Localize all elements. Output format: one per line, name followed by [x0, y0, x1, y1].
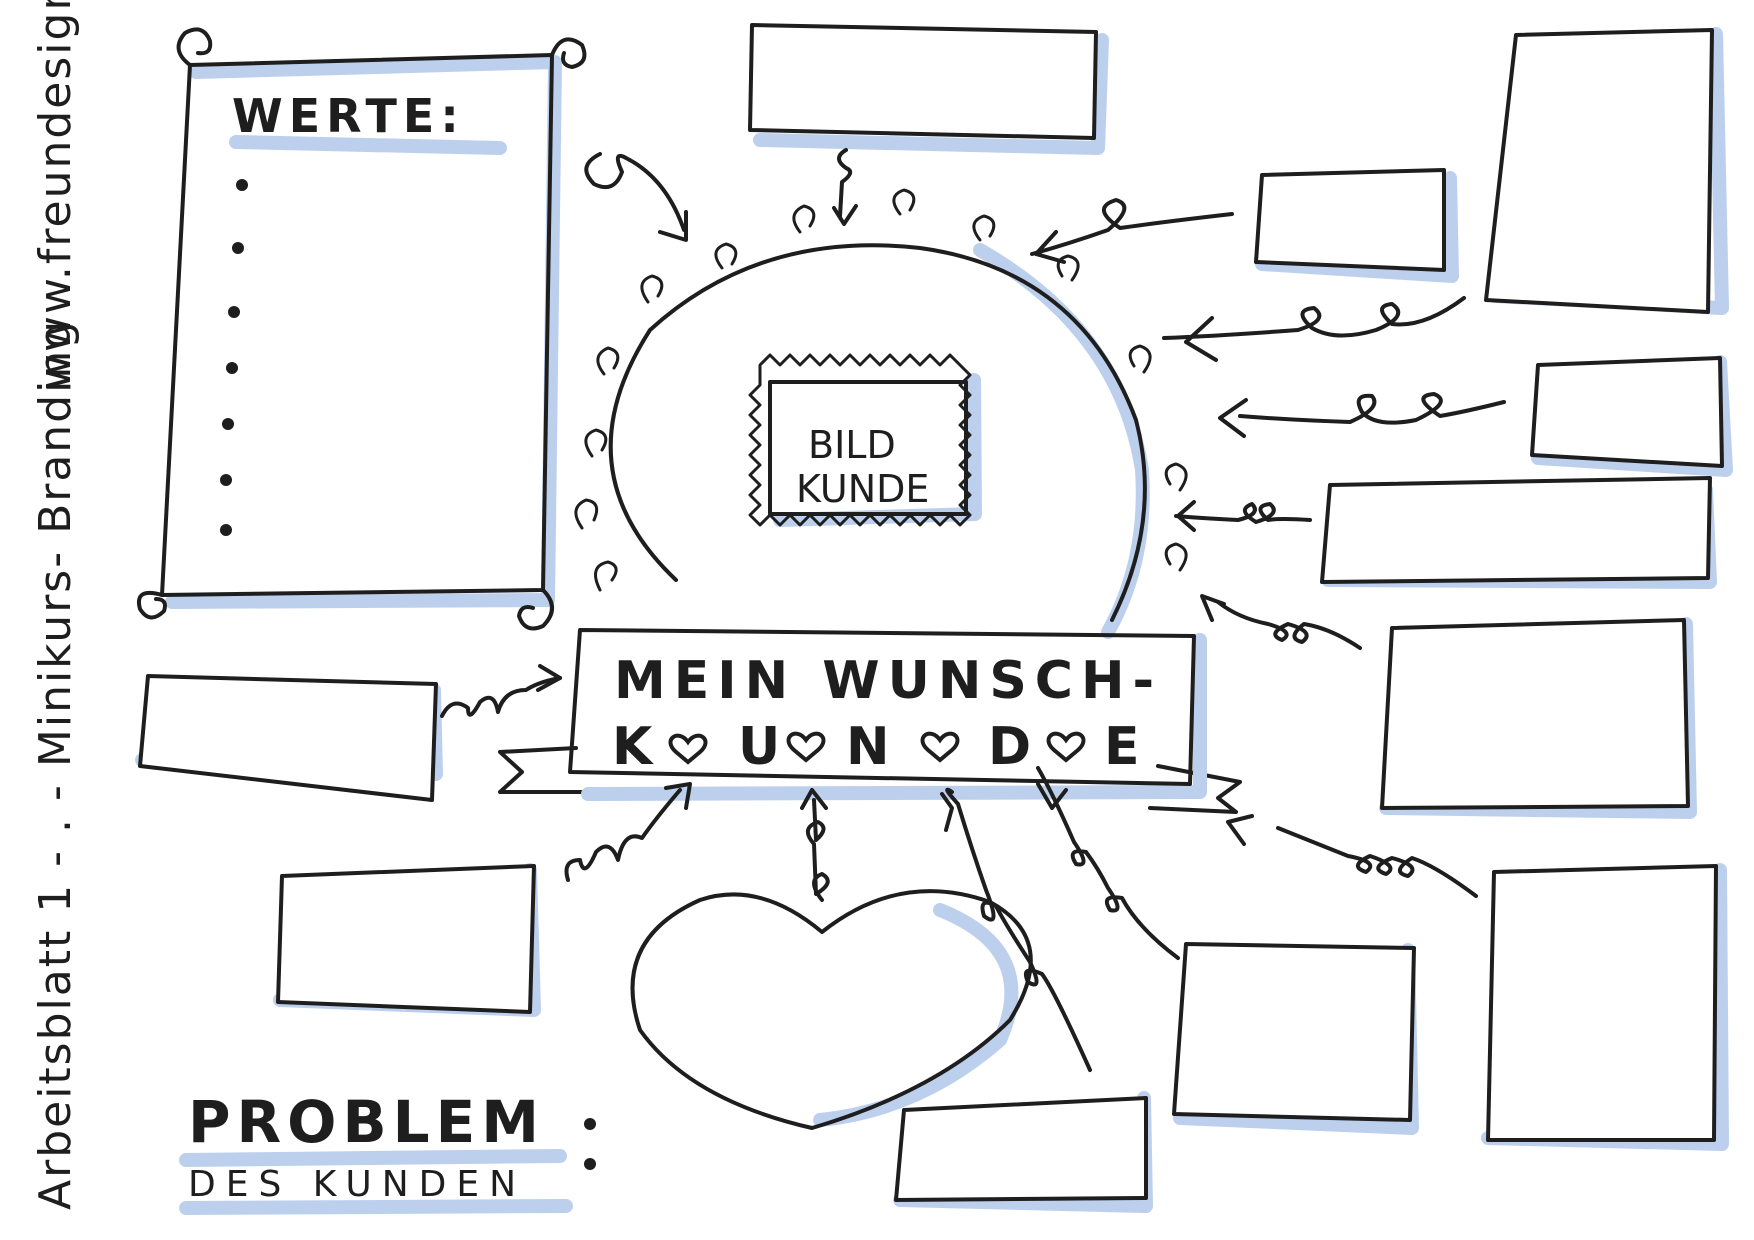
arrow-icon [1174, 500, 1312, 532]
swirl-icon [584, 428, 608, 458]
swirl-icon [1128, 344, 1152, 374]
swirl-icon [792, 204, 816, 234]
swirl-icon [517, 588, 554, 631]
arrow-icon [800, 788, 830, 902]
bullet-dot-icon [228, 306, 240, 318]
arrow-icon [1218, 392, 1506, 438]
swirl-icon [640, 274, 664, 304]
heart-icon [1046, 731, 1086, 763]
banner-line2: K U N D E [612, 717, 1140, 777]
values-panel: WERTE: [137, 27, 587, 631]
swirl-icon [714, 242, 738, 270]
note-box-bottom-center [894, 1096, 1148, 1202]
values-heading: WERTE: [232, 89, 465, 143]
note-box-bottom-right-1 [1172, 942, 1416, 1122]
note-box-bottom-right-2 [1486, 864, 1718, 1142]
heart-icon [668, 733, 708, 765]
bullet-dot-icon [220, 474, 232, 486]
note-box-top [748, 23, 1098, 140]
zigzag-frame [748, 353, 972, 527]
swirl-icon [550, 37, 587, 69]
image-label-line1: BILD [808, 423, 896, 467]
problem-heading: PROBLEM [188, 1088, 545, 1156]
arrow-icon [564, 782, 692, 882]
swirl-icon [176, 27, 213, 67]
swirl-icon [1164, 462, 1188, 492]
arrow-icon [1036, 766, 1180, 960]
side-title-group: Arbeitsblatt 1 - . - Minikurs- Branding … [30, 0, 81, 1210]
side-title: Arbeitsblatt 1 - . - Minikurs- Branding [30, 319, 81, 1210]
swirl-icon [594, 560, 618, 592]
banner-letter-d: D [988, 717, 1031, 777]
dome-swirls [574, 188, 1188, 592]
big-heart [630, 889, 1033, 1130]
note-box-right-1 [1254, 168, 1446, 272]
arrow-icon [1030, 198, 1234, 264]
note-box-right-3 [1320, 476, 1712, 584]
bullet-dot-icon [236, 179, 248, 191]
center-dome [608, 243, 1150, 639]
customer-image-frame: BILD KUNDE [748, 353, 982, 527]
heart-icon [786, 731, 826, 763]
problem-section: PROBLEM DES KUNDEN [179, 1088, 596, 1215]
bullet-dot-icon [222, 418, 234, 430]
arrow-icon [584, 152, 688, 242]
banner-letter-u: U [738, 717, 780, 777]
bullet-dot-icon [232, 242, 244, 254]
scroll-banner-icon [1148, 764, 1242, 814]
arrow-icon [940, 787, 1092, 1072]
image-label-line2: KUNDE [796, 467, 929, 511]
heart-icon [920, 731, 960, 763]
note-box-left [138, 674, 438, 802]
bullet-dot-icon [226, 362, 238, 374]
problem-subheading: DES KUNDEN [188, 1164, 526, 1205]
scroll-banner-icon [498, 746, 598, 794]
note-box-left-lower [276, 864, 536, 1014]
note-box-right-4 [1380, 618, 1690, 810]
arrow-icon [440, 664, 562, 718]
arrow-icon [832, 148, 858, 226]
arrow-icon [1200, 594, 1362, 650]
arrow-icon [1226, 814, 1478, 898]
swirl-icon [972, 214, 996, 242]
banner-letter-e: E [1104, 717, 1140, 777]
banner-line1: MEIN WUNSCH- [614, 651, 1162, 711]
swirl-icon [574, 498, 599, 530]
note-boxes [135, 23, 1733, 1213]
bullet-dot-icon [220, 524, 232, 536]
swirl-icon [892, 188, 916, 216]
swirl-icon [596, 346, 620, 376]
swirl-icon [137, 590, 167, 620]
note-box-right-2 [1530, 356, 1724, 468]
arrows [440, 148, 1506, 1072]
arrow-icon [1162, 296, 1466, 362]
banner-letter-n: N [846, 717, 890, 777]
swirl-icon [1056, 254, 1080, 282]
website-url: www.freundesign.de [30, 0, 81, 390]
swirl-icon [1164, 542, 1188, 572]
note-box-top-right [1484, 28, 1714, 314]
title-banner: MEIN WUNSCH- K U N D E [498, 628, 1242, 814]
banner-letter-k: K [612, 717, 654, 777]
